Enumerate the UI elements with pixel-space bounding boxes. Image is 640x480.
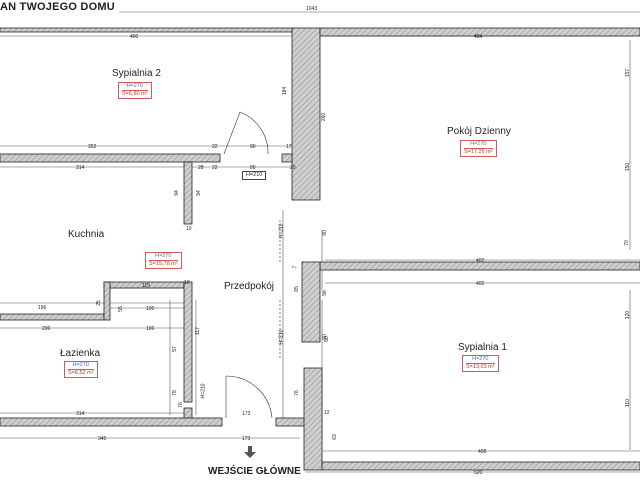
dim-label: 20 (290, 165, 296, 171)
room-tag-pokoj-dzienny: H=270 S=17,26 m² (460, 140, 497, 157)
door-height: H=210 (246, 172, 263, 178)
dim-label: 76 (293, 390, 300, 396)
room-name-sypialnia-1: Sypialnia 1 (458, 342, 507, 353)
dim-label: 173 (242, 436, 251, 442)
room-area: S=13,03 m² (466, 363, 495, 370)
dim-label: 150 (625, 162, 632, 172)
room-tag-sypialnia-2: H=270 S=6,80 m² (118, 82, 152, 99)
room-height: H=270 (126, 83, 143, 89)
dim-label: 400 (130, 34, 139, 40)
dim-label: 94 (173, 190, 180, 196)
walls (0, 27, 640, 471)
room-name-kuchnia: Kuchnia (68, 229, 105, 240)
dim-label: 65 (293, 286, 300, 292)
dim-label: 408 (478, 449, 487, 455)
dim-label: 80 (250, 144, 256, 150)
dim-label: 58 (321, 290, 328, 296)
dim-label: 157 (625, 68, 632, 78)
room-area: S=15,78 m² (149, 260, 178, 267)
dim-label: 184 (282, 86, 289, 96)
dim-label: 117 (194, 327, 201, 335)
door-height-label: H=210 (278, 329, 285, 345)
entrance-arrow-icon (244, 446, 256, 458)
room-tag-kuchnia: H=270 S=15,78 m² (145, 252, 182, 269)
door-height-label: H=210 (242, 171, 267, 180)
dim-label: 115 (142, 283, 150, 289)
room-name-lazienka: Łazienka (60, 348, 101, 359)
dim-label: 196 (38, 305, 47, 311)
dim-label: 28 (198, 165, 204, 171)
dim-label: 22 (212, 144, 218, 150)
room-height: H=270 (72, 362, 89, 368)
dim-label: 94 (195, 190, 202, 196)
room-height: H=270 (472, 356, 489, 362)
dim-label: 352 (88, 144, 97, 150)
dim-label: 50 (323, 336, 330, 342)
dim-label: 260 (321, 112, 328, 122)
dim-label: 63 (331, 434, 338, 440)
room-height: H=270 (470, 141, 487, 147)
room-tag-sypialnia-1: H=270 S=13,03 m² (462, 355, 499, 372)
dim-label: 520 (474, 470, 483, 476)
room-area: S=6,80 m² (122, 90, 148, 97)
dim-label: 402 (476, 281, 485, 287)
dim-label: 402 (476, 258, 485, 264)
dim-label: 110 (624, 399, 631, 407)
dim-label: 484 (474, 34, 483, 40)
dim-label: 12 (324, 410, 330, 416)
dim-label: 314 (76, 411, 85, 417)
dim-label: 173 (242, 411, 251, 417)
dim-label: 345 (98, 436, 107, 442)
room-height: H=270 (155, 253, 172, 259)
door-height-label: H=210 (200, 383, 207, 399)
room-name-sypialnia-2: Sypialnia 2 (112, 68, 161, 79)
dim-label: 57 (171, 346, 178, 352)
room-area: S=6,52 m² (68, 369, 94, 376)
dim-label: 10 (184, 280, 190, 286)
dim-label: 7 (292, 265, 299, 269)
dim-label: 314 (76, 165, 85, 171)
room-name-pokoj-dzienny: Pokój Dzienny (447, 126, 511, 137)
room-tag-lazienka: H=270 S=6,52 m² (64, 361, 98, 378)
dim-label: 206 (42, 326, 51, 332)
doors (223, 111, 281, 419)
page-title: AN TWOJEGO DOMU (0, 0, 119, 14)
dim-label: 17 (286, 144, 292, 150)
dim-label: 70 (623, 240, 630, 246)
dim-label: 120 (625, 310, 632, 320)
dim-label: 10 (186, 226, 192, 232)
dim-label: 90 (321, 230, 328, 236)
dim-label: 55 (117, 306, 124, 312)
door-height-label: H=210 (278, 223, 285, 239)
dim-label: 106 (146, 326, 155, 332)
dim-label: 106 (146, 306, 155, 312)
dim-total-width: 1043 (306, 6, 318, 12)
room-area: S=17,26 m² (464, 148, 493, 155)
dim-label: 80 (250, 165, 256, 171)
dim-label: 22 (212, 165, 218, 171)
dim-label: 76 (177, 402, 184, 408)
entrance-label: WEJŚCIE GŁÓWNE (208, 466, 301, 477)
room-name-przedpokoj: Przedpokój (224, 281, 275, 292)
dim-label: 25 (95, 300, 102, 306)
dim-label: 78 (171, 390, 178, 396)
